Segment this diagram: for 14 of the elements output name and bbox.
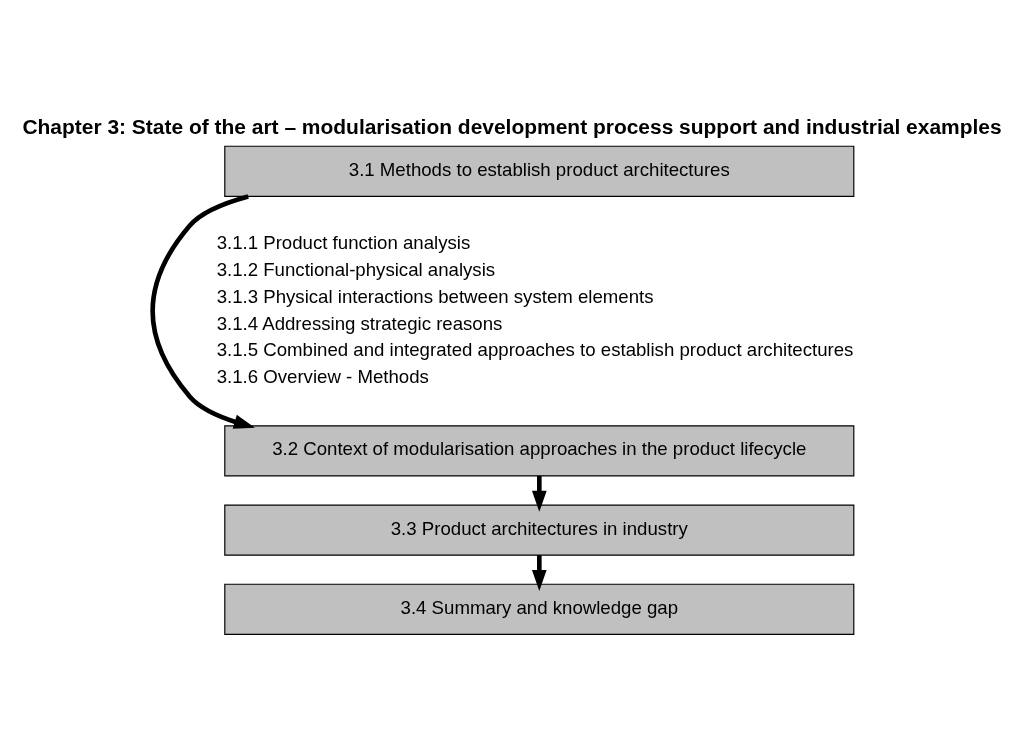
arrow: [531, 475, 547, 512]
label: 3.1.2 Functional-physical analysis: [216, 258, 496, 280]
node-box: 3.3 Product architectures in industry: [224, 503, 855, 556]
label: 3.1.3 Physical interactions between system elements: [216, 285, 654, 307]
node-box: 3.2 Context of modularisation approaches in the product lifecycle: [224, 424, 855, 476]
diagram-title: Chapter 3: State of the art – modularisation development process support and industrial examples: [22, 114, 1002, 138]
arrow: [150, 193, 255, 429]
label: 3.1.1 Product function analysis: [216, 231, 471, 253]
label: 3.1.6 Overview - Methods: [216, 365, 429, 387]
label: 3.1.5 Combined and integrated approaches to establish product architectures: [216, 338, 854, 360]
node-box: 3.4 Summary and knowledge gap: [224, 583, 855, 635]
arrow: [531, 554, 547, 591]
label: 3.1.4 Addressing strategic reasons: [216, 312, 503, 333]
node-box: 3.1 Methods to establish product architectures: [224, 145, 855, 197]
